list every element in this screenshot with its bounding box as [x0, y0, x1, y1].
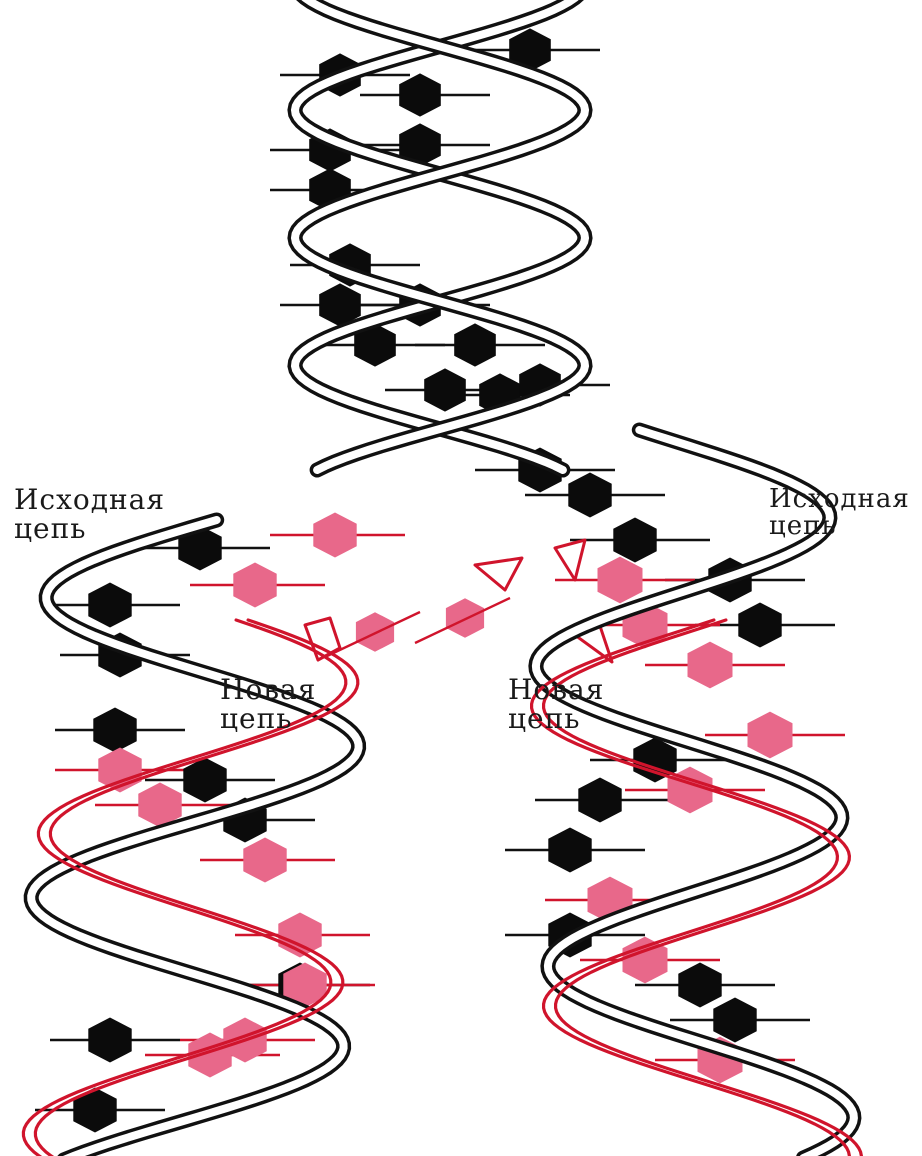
original-base-hexagon	[73, 1088, 116, 1133]
original-base-hexagon	[424, 368, 466, 411]
original-base-hexagon	[713, 998, 756, 1043]
new-base-hexagon	[748, 712, 793, 759]
original-base-hexagon	[548, 828, 591, 873]
original-base-hexagon	[88, 1018, 131, 1063]
dna-strands	[23, 0, 861, 1156]
new-strand-label-right: Новая цепь	[508, 676, 604, 733]
original-base-hexagon	[568, 473, 611, 518]
original-base-hexagon	[399, 73, 441, 116]
free-sugar-phosphate	[475, 558, 522, 590]
new-base-hexagon	[233, 563, 276, 608]
original-base-hexagon	[738, 603, 781, 648]
new-strand-label-left: Новая цепь	[220, 676, 316, 733]
original-base-hexagon	[613, 518, 656, 563]
new-base-hexagon	[688, 642, 733, 689]
original-base-hexagon	[454, 323, 496, 366]
original-strand-label-left: Исходная цепь	[14, 486, 165, 543]
original-base-hexagon	[88, 583, 131, 628]
new-base-hexagon	[313, 513, 356, 558]
original-base-hexagon	[183, 758, 226, 803]
original-base-hexagon	[93, 708, 136, 753]
original-base-hexagon	[578, 778, 621, 823]
new-base-hexagon	[598, 557, 643, 604]
new-base-hexagon	[243, 838, 286, 883]
original-base-hexagon	[678, 963, 721, 1008]
free-sugar-phosphate	[555, 540, 585, 580]
original-strand-label-right: Исходная цепь	[769, 486, 910, 539]
